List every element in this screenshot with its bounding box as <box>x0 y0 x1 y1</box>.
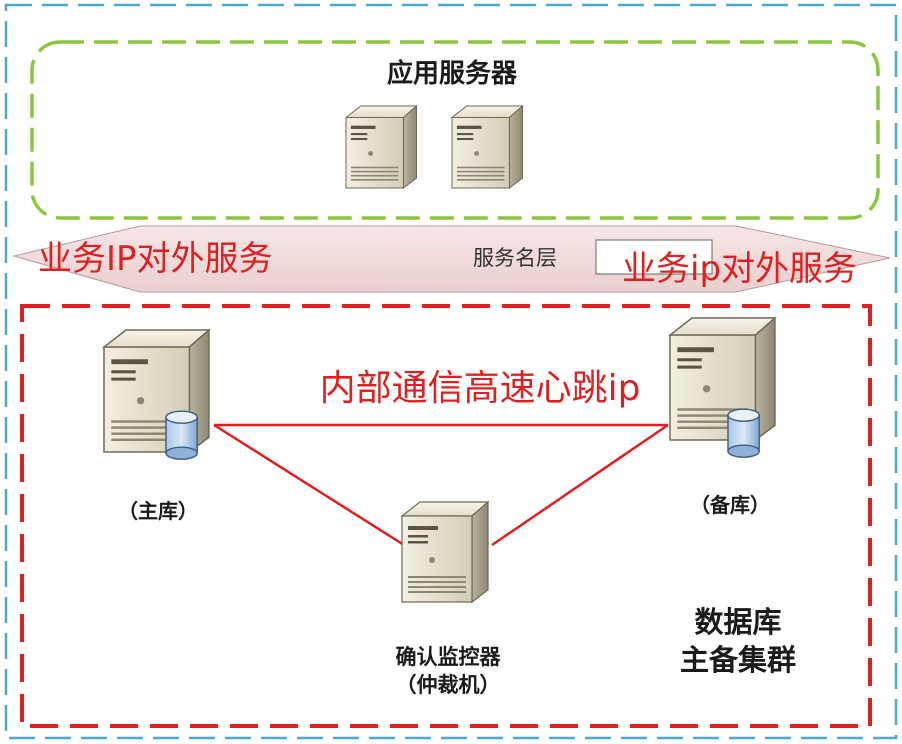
primary-label: （主库） <box>118 499 198 523</box>
db-cluster-border <box>20 304 872 728</box>
heartbeat-label: 内部通信高速心跳ip <box>320 368 641 409</box>
arbiter-server-icon <box>401 501 489 603</box>
app-server-group-border <box>30 40 880 220</box>
primary-database-icon <box>165 410 198 460</box>
arbiter-label-line1: 确认监控器 <box>396 644 502 669</box>
outer-frame <box>4 3 898 740</box>
arbiter-label-line2: （仲裁机） <box>396 672 501 697</box>
app-server-group-title: 应用服务器 <box>387 58 518 89</box>
standby-database-icon <box>727 408 760 458</box>
cluster-label-line2: 主备集群 <box>680 643 796 677</box>
app-server-icon-2 <box>451 105 524 189</box>
service-layer-label: 服务名层 <box>473 246 557 270</box>
link-primary-arbiter <box>213 423 405 547</box>
service-layer-box <box>595 239 713 275</box>
service-ip-right: 业务ip对外服务 <box>622 249 857 289</box>
cluster-label-line1: 数据库 <box>694 605 781 639</box>
link-standby-arbiter <box>491 423 669 547</box>
service-ip-left: 业务IP对外服务 <box>38 239 273 279</box>
app-server-icon-1 <box>345 105 418 189</box>
standby-label: （备库） <box>690 493 770 517</box>
